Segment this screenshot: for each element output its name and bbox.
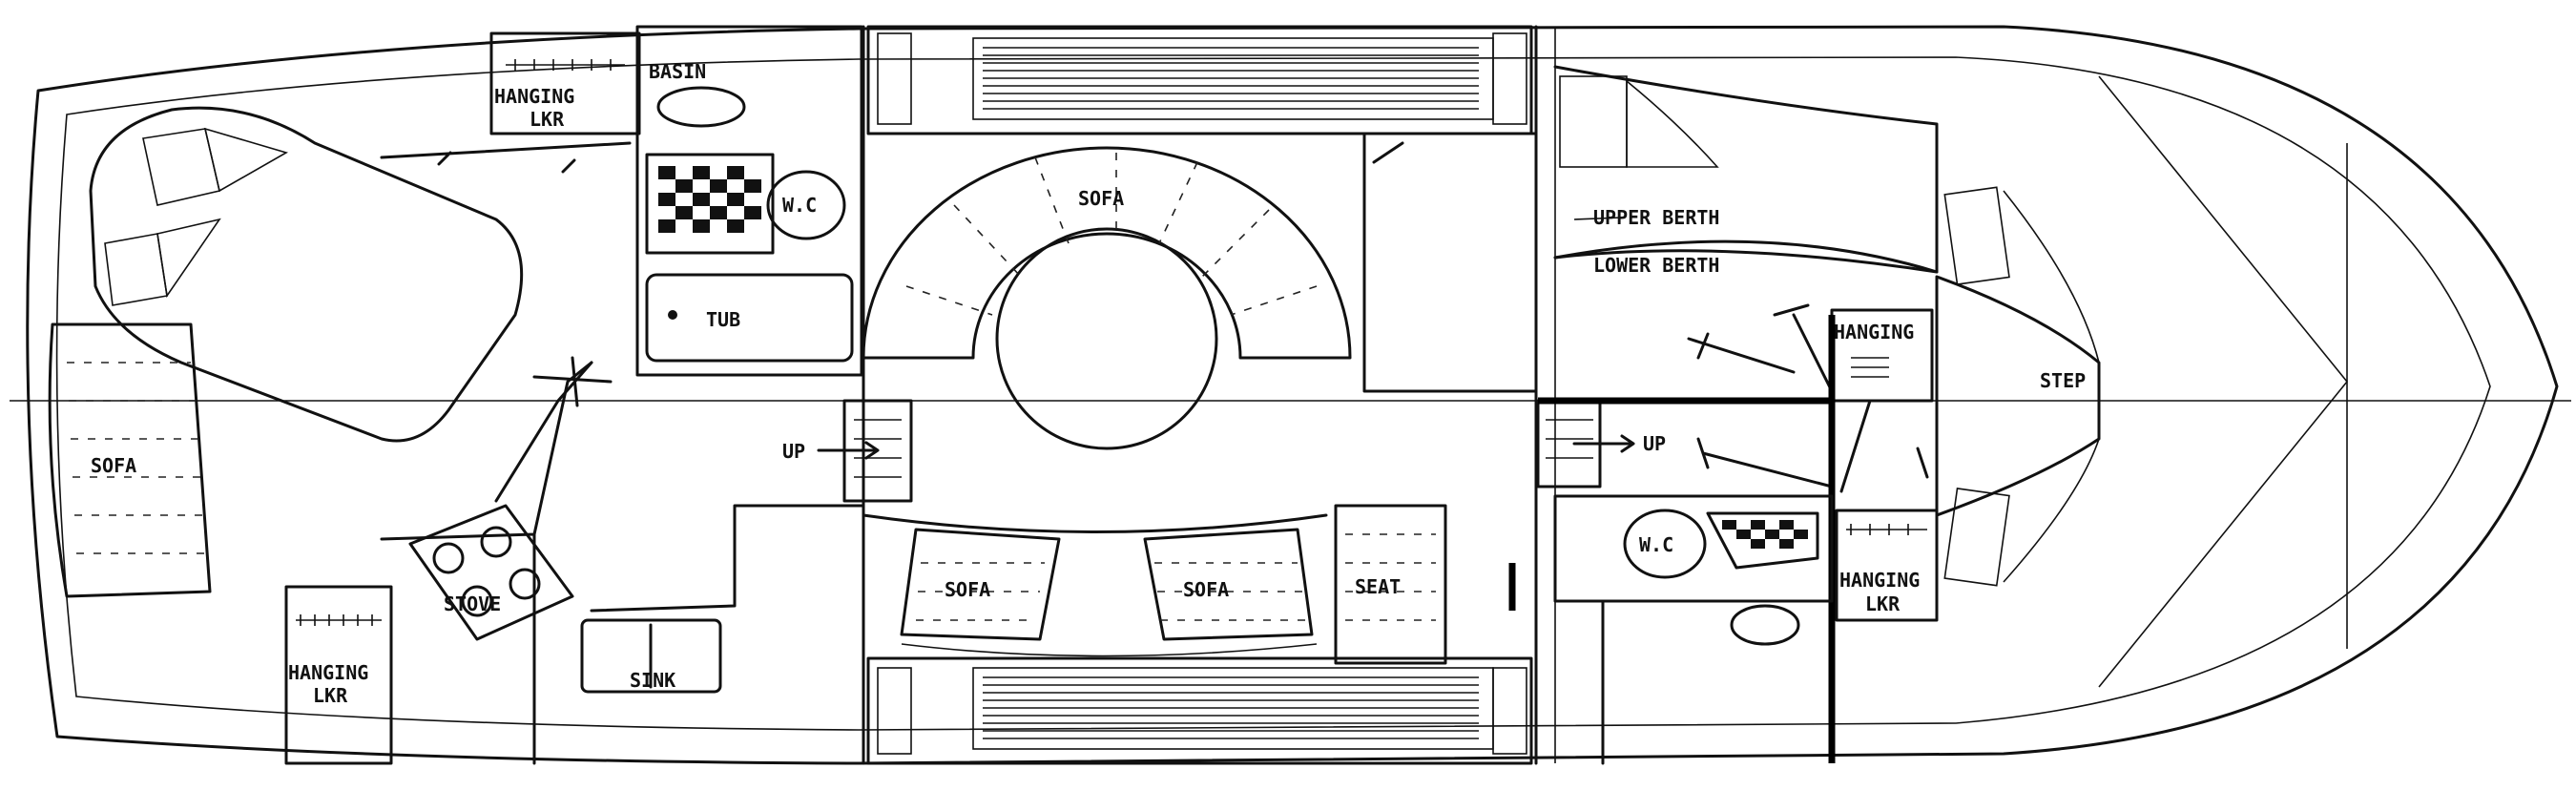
hull-inner-line bbox=[55, 56, 2491, 731]
label-lower-berth: LOWER BERTH bbox=[1593, 254, 1719, 277]
top-settee-end-aft bbox=[877, 32, 912, 125]
label-basin: BASIN bbox=[649, 60, 706, 83]
label-hanging-top-1: HANGING bbox=[494, 85, 574, 108]
hanging-locker-bottom-rail bbox=[296, 614, 382, 626]
tub-drain bbox=[668, 310, 677, 320]
tub bbox=[645, 273, 854, 363]
galley-sink bbox=[580, 618, 722, 694]
label-hanging-fwd: HANGING bbox=[1834, 321, 1914, 343]
berth-blanket bbox=[1626, 79, 1719, 168]
hanging-locker-top bbox=[489, 31, 641, 135]
lower-berth-line bbox=[1553, 239, 1939, 274]
label-wc-aft: W.C bbox=[782, 194, 817, 217]
label-tub: TUB bbox=[706, 308, 740, 331]
forward-basin bbox=[1730, 604, 1800, 646]
top-settee bbox=[866, 25, 1533, 135]
forward-door-swing-1 bbox=[1687, 332, 1796, 374]
label-seat: SEAT bbox=[1355, 575, 1401, 598]
stove-burner-4 bbox=[509, 568, 541, 600]
dinette-sofa-right-cushions bbox=[1154, 562, 1308, 621]
forward-hanging-rail bbox=[1851, 357, 1889, 378]
label-stove: STOVE bbox=[444, 592, 501, 615]
shower-checker bbox=[658, 166, 761, 233]
salon-cabinet bbox=[1362, 132, 1538, 393]
v-berth-pillow-1 bbox=[1943, 186, 2010, 285]
label-up-fwd: UP bbox=[1643, 432, 1666, 455]
upper-berth-arrow bbox=[1573, 217, 1623, 220]
aft-sofa bbox=[48, 322, 212, 598]
bow-cross-1 bbox=[2098, 75, 2349, 688]
bottom-settee-slat-lines bbox=[983, 676, 1479, 739]
forward-hanging-locker-2 bbox=[1835, 509, 1939, 622]
basin-bowl bbox=[656, 86, 746, 128]
dinette-floor-line bbox=[901, 643, 1318, 657]
label-sofa-salon: SOFA bbox=[1078, 187, 1124, 210]
label-hanging-fwd-locker-2: LKR bbox=[1865, 592, 1901, 615]
hanging-locker-bottom bbox=[284, 585, 393, 765]
label-wc-fwd: W.C bbox=[1639, 533, 1673, 556]
seat bbox=[1334, 504, 1447, 665]
wc-fwd-bowl bbox=[1623, 509, 1707, 579]
forward-shower-checker bbox=[1722, 520, 1808, 549]
label-sofa-aft: SOFA bbox=[91, 454, 136, 477]
galley-stove bbox=[408, 504, 574, 641]
dinette-sofa-left-cushions bbox=[916, 562, 1045, 621]
hanging-locker-top-rail bbox=[506, 59, 625, 71]
forward-hanging-locker-2-rail bbox=[1846, 524, 1927, 535]
aft-head-enclosure bbox=[635, 25, 863, 377]
v-berth bbox=[1935, 275, 2101, 517]
galley-counter-3 bbox=[590, 504, 865, 613]
forward-head bbox=[1553, 494, 1834, 603]
aft-stairs-treads bbox=[854, 419, 902, 478]
salon-table bbox=[995, 227, 1218, 450]
salon-door-swing bbox=[1362, 132, 1404, 183]
label-sink: SINK bbox=[630, 669, 675, 692]
stove-burner-3 bbox=[461, 585, 493, 617]
bottom-settee bbox=[866, 656, 1533, 765]
wc-aft-bowl bbox=[766, 170, 846, 240]
bottom-settee-end-aft bbox=[877, 667, 912, 755]
forward-shower bbox=[1706, 511, 1819, 570]
hull-outline bbox=[26, 25, 2559, 765]
arrow-up-aft bbox=[817, 441, 880, 460]
aft-door-swing bbox=[380, 141, 632, 174]
top-settee-slat-lines bbox=[983, 47, 1479, 110]
stove-burner-1 bbox=[432, 542, 465, 574]
top-settee-end-fwd bbox=[1492, 32, 1527, 125]
forward-stairs-treads bbox=[1546, 419, 1593, 459]
galley-counter bbox=[380, 361, 593, 765]
label-step: STEP bbox=[2040, 369, 2086, 392]
dinette-curve bbox=[862, 513, 1328, 533]
shower-floor bbox=[645, 153, 775, 255]
v-berth-blanket bbox=[2003, 190, 2100, 583]
forward-door-swing-4 bbox=[1839, 399, 1929, 493]
label-hanging-bottom-2: LKR bbox=[313, 684, 348, 707]
aft-bed bbox=[89, 106, 524, 443]
stove-burner-2 bbox=[480, 526, 512, 558]
forward-door-swing-2 bbox=[1773, 303, 1834, 393]
dinette-sofa-right bbox=[1143, 528, 1314, 641]
berth-pillow-1 bbox=[1559, 75, 1628, 168]
galley-counter-2 bbox=[494, 361, 593, 503]
berth-cabin-outline bbox=[1553, 65, 1939, 274]
salon-sofa bbox=[862, 146, 1352, 360]
arrow-up-fwd bbox=[1572, 434, 1635, 453]
label-hanging-top-2: LKR bbox=[530, 108, 565, 131]
forward-door-swing-3 bbox=[1696, 437, 1834, 489]
label-up-aft: UP bbox=[782, 440, 805, 463]
aft-bed-pillow-2 bbox=[104, 233, 168, 306]
v-berth-pillow-2 bbox=[1943, 488, 2010, 587]
aft-bed-blanket bbox=[156, 127, 289, 299]
label-hanging-fwd-locker-1: HANGING bbox=[1839, 569, 1920, 592]
label-sofa-dinette-right: SOFA bbox=[1183, 578, 1229, 601]
label-hanging-bottom-1: HANGING bbox=[288, 661, 368, 684]
dinette-sofa-left bbox=[900, 528, 1061, 641]
bottom-settee-end-fwd bbox=[1492, 667, 1527, 755]
galley-door-swing bbox=[532, 356, 613, 407]
label-sofa-dinette-left: SOFA bbox=[945, 578, 990, 601]
